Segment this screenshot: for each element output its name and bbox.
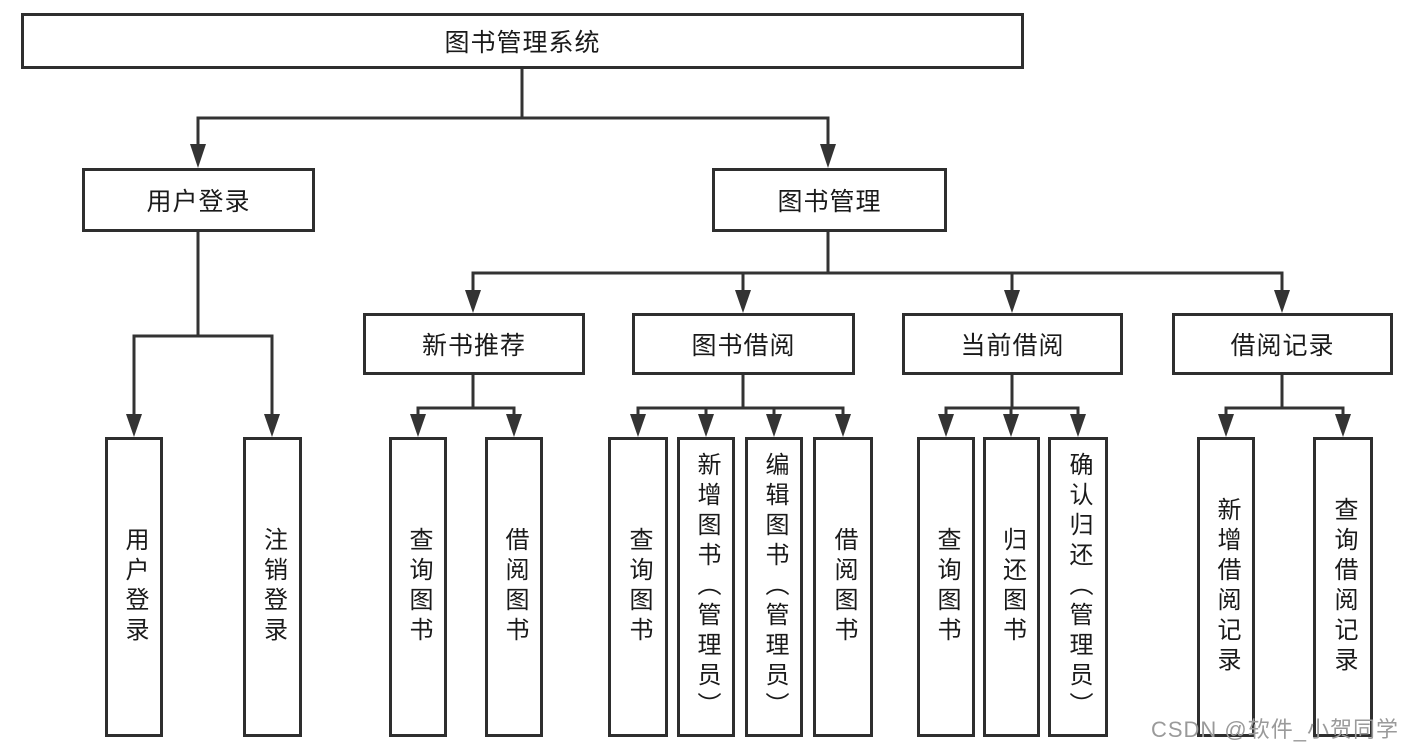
arrowhead-icons [126,144,1351,437]
node-borrow-records: 借阅记录 [1172,313,1393,375]
node-library-management-system: 图书管理系统 [21,13,1024,69]
leaf-query-books-borrow: 查询图书 [608,437,668,737]
leaf-logout: 注销登录 [243,437,302,737]
node-new-book-recommend: 新书推荐 [363,313,585,375]
leaf-confirm-return-admin: 确认归还（管理员） [1048,437,1108,737]
leaf-return-books: 归还图书 [983,437,1040,737]
leaf-query-books-current: 查询图书 [917,437,975,737]
node-book-borrow: 图书借阅 [632,313,855,375]
leaf-edit-books-admin: 编辑图书（管理员） [745,437,803,737]
csdn-watermark: CSDN @软件_小贺同学 [1150,717,1399,742]
leaf-user-login: 用户登录 [105,437,163,737]
leaf-borrow-books: 借阅图书 [813,437,873,737]
node-book-management: 图书管理 [712,168,947,232]
leaf-query-books-recommend: 查询图书 [389,437,447,737]
node-current-borrow: 当前借阅 [902,313,1123,375]
leaf-add-books-admin: 新增图书（管理员） [677,437,735,737]
leaf-add-borrow-record: 新增借阅记录 [1197,437,1255,737]
node-user-login: 用户登录 [82,168,315,232]
leaf-borrow-books-recommend: 借阅图书 [485,437,543,737]
leaf-query-borrow-record: 查询借阅记录 [1313,437,1373,737]
